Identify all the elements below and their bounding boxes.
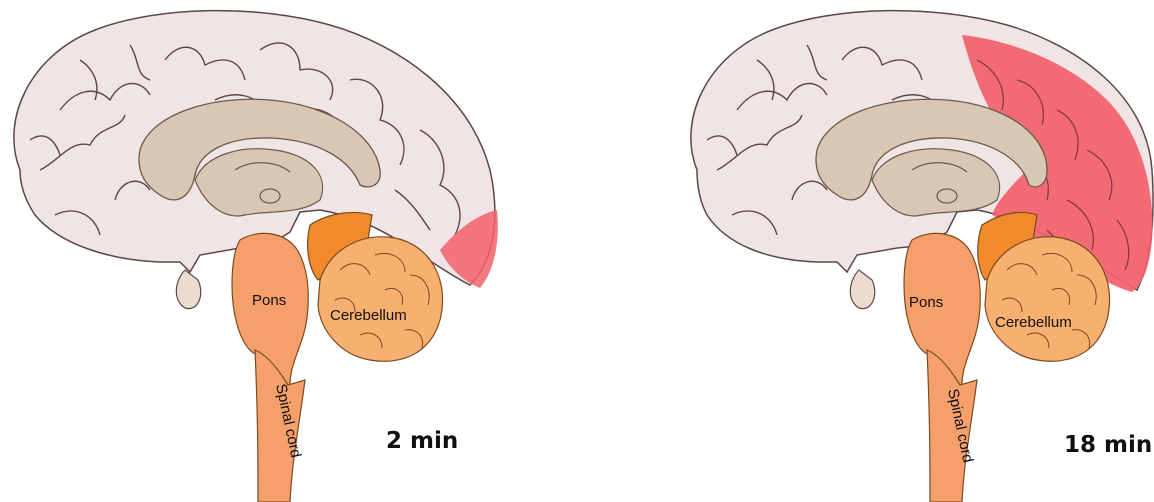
- time-label: 2 min: [386, 428, 458, 454]
- pituitary: [176, 270, 200, 309]
- cerebellum-label: Cerebellum: [995, 314, 1072, 331]
- pituitary: [850, 270, 874, 309]
- brain-panel-2min: Pons Cerebellum Spinal cord 2 min: [0, 0, 577, 502]
- pons-label: Pons: [252, 292, 286, 309]
- cerebellum-label: Cerebellum: [330, 307, 407, 324]
- brain-panel-18min: Pons Cerebellum Spinal cord 18 min: [577, 0, 1154, 502]
- brain-diagram: Pons Cerebellum Spinal cord: [0, 0, 577, 502]
- pons-label: Pons: [909, 294, 943, 311]
- thalamus: [872, 149, 1000, 216]
- time-label: 18 min: [1064, 432, 1152, 458]
- brain-diagram: Pons Cerebellum Spinal cord: [577, 0, 1154, 502]
- thalamus: [195, 149, 323, 216]
